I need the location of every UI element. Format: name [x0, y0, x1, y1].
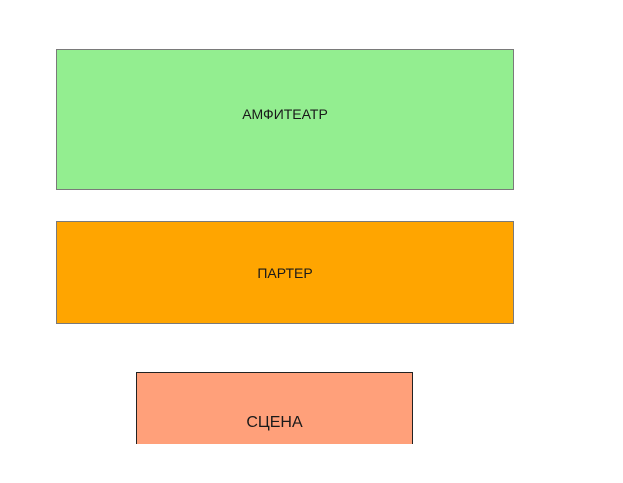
section-amphitheater[interactable]: АМФИТЕАТР [56, 49, 514, 190]
section-stage-label: СЦЕНА [246, 414, 303, 431]
section-parterre[interactable]: ПАРТЕР [56, 221, 514, 324]
section-stage[interactable]: СЦЕНА [136, 372, 413, 444]
section-parterre-label: ПАРТЕР [257, 264, 313, 281]
section-amphitheater-label: АМФИТЕАТР [242, 105, 328, 122]
